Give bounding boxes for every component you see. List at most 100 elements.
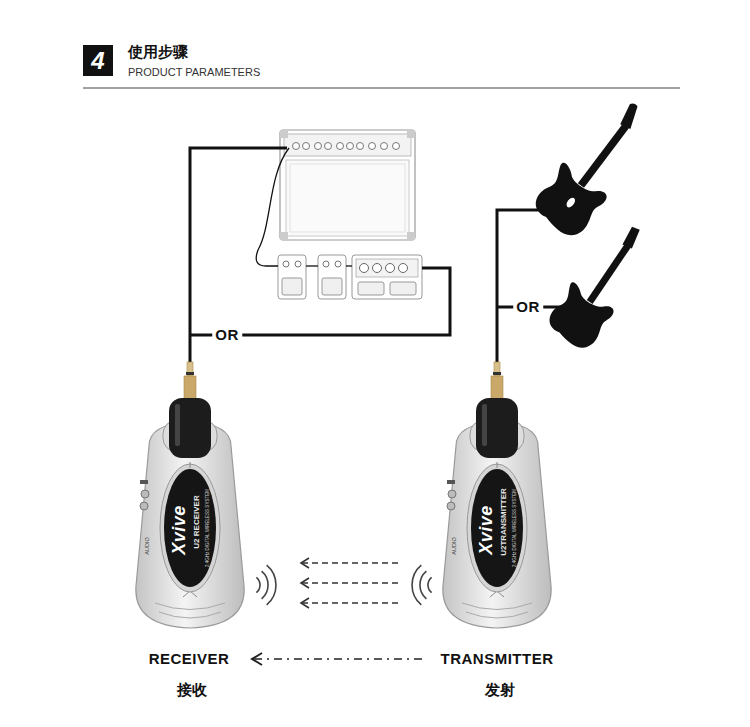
display-panel [164, 469, 216, 587]
device-outline [432, 398, 562, 630]
body-mark [190, 462, 191, 468]
wireless-unit: XviveU2 RECEIVER 2.4GHz DIGITAL WIRELESS … [125, 398, 255, 630]
amplifier-part [284, 134, 411, 156]
amplifier-part [407, 130, 415, 138]
jack-plug [184, 362, 196, 400]
amplifier-part [286, 160, 409, 236]
status-led [447, 480, 455, 484]
amplifier-part [381, 143, 388, 150]
status-led [140, 480, 148, 484]
grip-line [159, 612, 221, 618]
effect-pedals-part [399, 264, 408, 273]
amplifier-part [407, 232, 415, 240]
guitar [543, 215, 661, 354]
signal-waves-part [428, 577, 432, 592]
patch-cables [256, 148, 352, 266]
amplifier-part [357, 143, 364, 150]
product-line: 2.4GHz DIGITAL WIRELESS SYSTEM [206, 489, 211, 567]
rotating-head [169, 398, 211, 458]
page-subtitle: PRODUCT PARAMETERS [128, 66, 260, 78]
body-mark [497, 462, 498, 468]
effect-pedals-part [360, 264, 369, 273]
receiver-wires [190, 148, 450, 362]
effect-pedals-part [322, 278, 342, 295]
effect-pedals-part [283, 261, 289, 267]
transmitter-wires [497, 210, 562, 362]
brand-logo: Xvive [477, 505, 497, 555]
effect-pedals-part [358, 282, 384, 295]
wireless-unit: XviveU2TRANSMITTER2.4GHz DIGITAL WIRELES… [432, 398, 562, 630]
effect-pedals-part [323, 261, 329, 267]
button [141, 490, 149, 498]
effect-pedals-part [335, 261, 341, 267]
effect-pedals-part [318, 255, 346, 299]
amplifier-part [347, 143, 354, 150]
jack-plug-part [187, 362, 193, 376]
amplifier-part [325, 143, 332, 150]
amplifier-part [315, 143, 322, 150]
direction-arrow [252, 658, 422, 660]
display-ring [467, 464, 527, 592]
device-caption: RECEIVER [149, 651, 230, 668]
port-label: AUDIO [451, 537, 457, 554]
amplifier-part [290, 164, 405, 232]
signal-arrow [301, 582, 398, 584]
section-number: 4 [91, 47, 104, 73]
amplifier-part [280, 232, 288, 240]
signal-waves [256, 565, 431, 605]
amplifier-part [280, 130, 415, 240]
effect-pedals-part [278, 255, 306, 299]
device-caption: TRANSMITTER [441, 651, 554, 668]
receiver-wires-part [190, 148, 287, 362]
guitar-part [543, 281, 616, 354]
device-caption-zh: 接收 [177, 682, 208, 699]
effect-pedals-part [356, 259, 418, 277]
amplifier-part [280, 130, 288, 138]
effect-pedals-part [386, 264, 395, 273]
patch-cables-part [256, 148, 289, 266]
signal-arrow [301, 562, 398, 564]
guitar-part [578, 123, 629, 187]
guitar-part [587, 244, 631, 304]
amplifier [280, 130, 415, 240]
effect-pedals-part [352, 255, 422, 299]
or-label: OR [513, 299, 543, 316]
page-title: 使用步骤 [128, 44, 188, 61]
jack-plug [491, 362, 503, 400]
head-highlight [175, 404, 180, 446]
amplifier-part [369, 143, 376, 150]
product-line: 2.4GHz DIGITAL WIRELESS SYSTEM [513, 489, 518, 567]
jack-plug-part [186, 372, 194, 375]
jack-plug-part [491, 376, 503, 400]
amplifier-part [303, 143, 310, 150]
guitar-part [565, 196, 577, 209]
signal-waves-part [262, 571, 268, 599]
button [448, 490, 456, 498]
guitar [528, 90, 662, 242]
head-highlight [482, 404, 487, 446]
guitar-part [621, 225, 643, 250]
device-caption-zh: 发射 [485, 682, 516, 699]
or-label: OR [212, 327, 242, 344]
model-name: U2 RECEIVER [193, 495, 202, 548]
brand-logo: Xvive [170, 505, 190, 555]
signal-waves-part [420, 571, 426, 599]
button [447, 502, 455, 510]
grip-line [155, 603, 225, 610]
signal-waves-part [267, 565, 276, 605]
grip-line [466, 612, 528, 618]
grip-line [462, 603, 532, 610]
guitar-part [528, 161, 609, 242]
guitar-part [617, 102, 644, 131]
transmitter-wires-part [497, 210, 550, 362]
display-panel [471, 469, 523, 587]
header-rule [83, 88, 680, 89]
effect-pedals [278, 255, 422, 299]
effect-pedals-part [295, 261, 301, 267]
effect-pedals-part [373, 264, 382, 273]
amplifier-part [337, 143, 344, 150]
jack-plug-part [494, 362, 500, 376]
jack-plug-part [184, 376, 196, 400]
